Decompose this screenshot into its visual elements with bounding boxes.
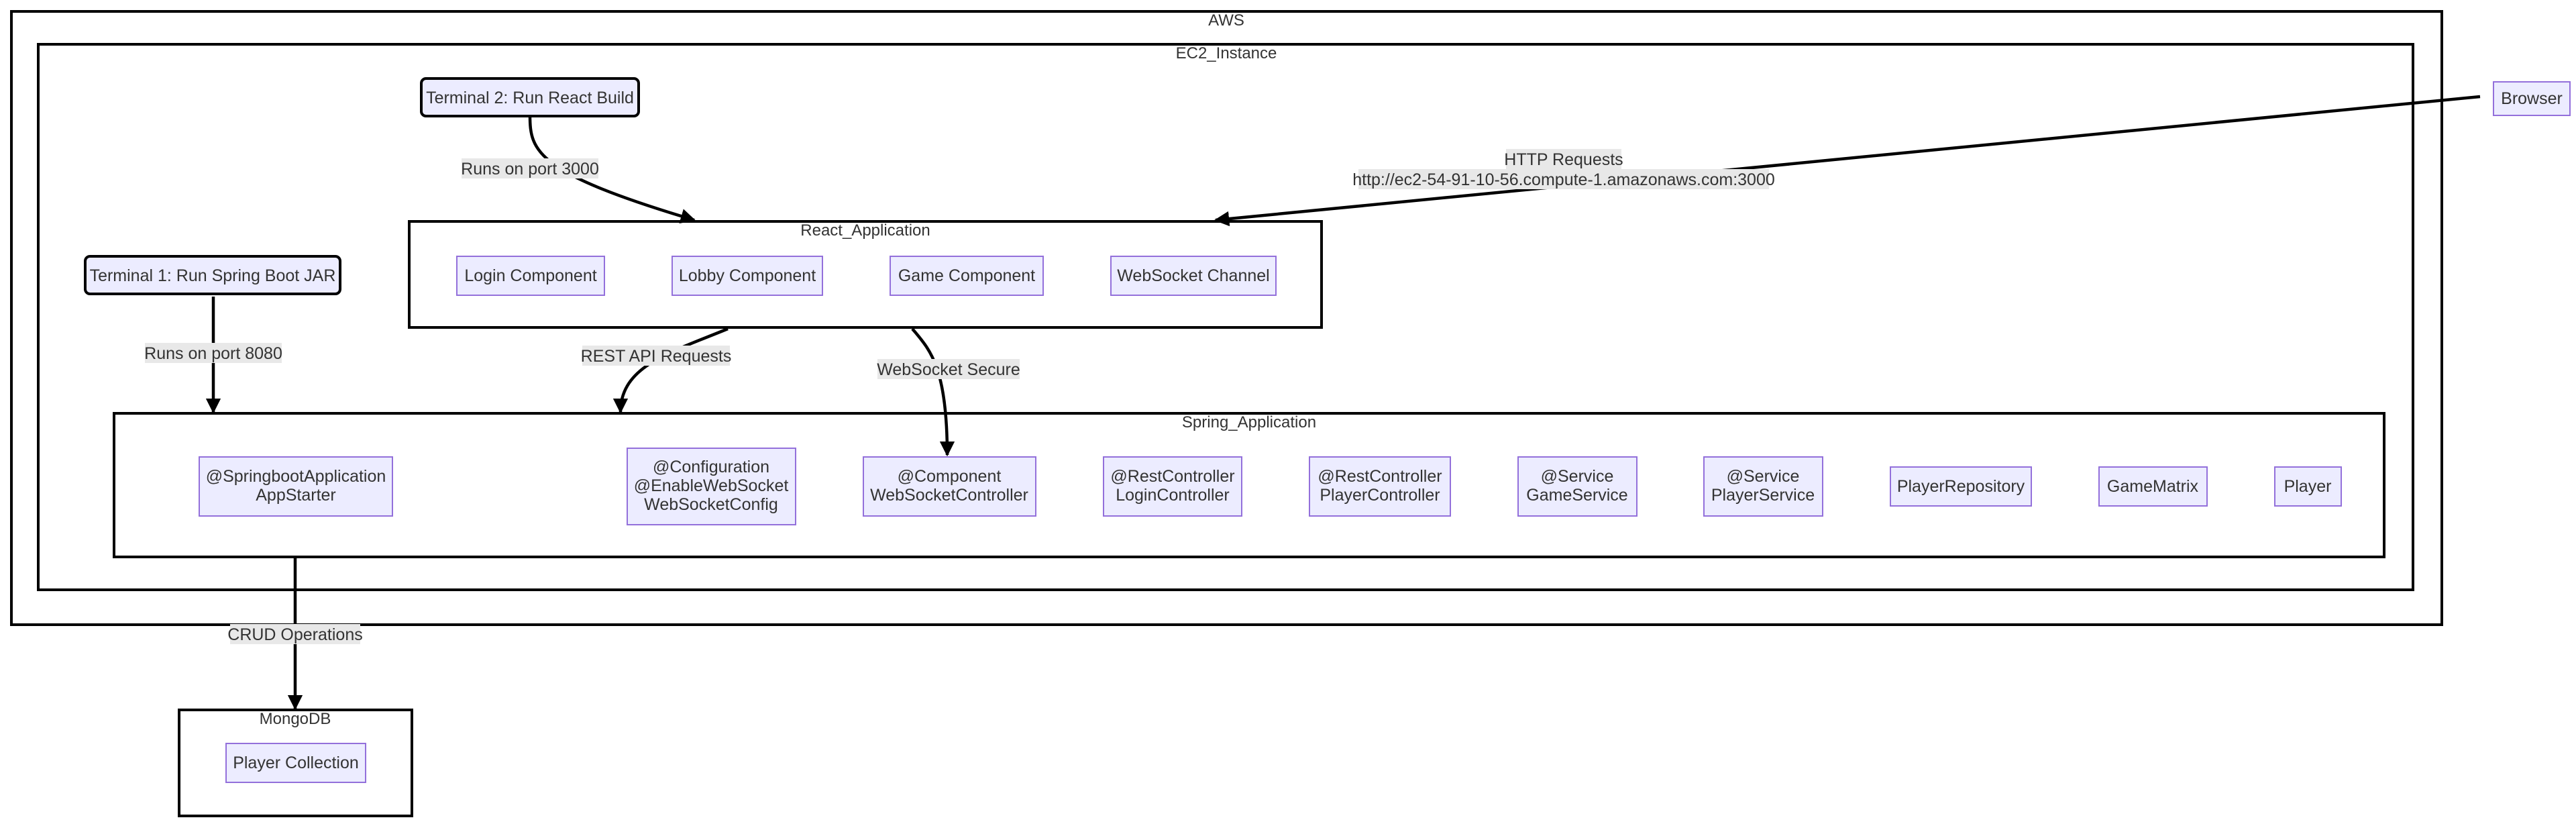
crud-operations-label: CRUD Operations [227,625,362,644]
websocket-channel-node: WebSocket Channel [1110,256,1277,296]
terminal-2-node: Terminal 2: Run React Build [420,77,640,117]
svg-text:@Service: @Service [1727,467,1800,486]
svg-text:Player: Player [2284,477,2332,496]
terminal-1-node: Terminal 1: Run Spring Boot JAR [84,255,341,295]
svg-text:Game Component: Game Component [898,266,1035,285]
cluster-mongodb: MongoDB [178,709,413,817]
cluster-ec2-title: EC2_Instance [1176,44,1277,62]
player-controller-node: @RestController PlayerController [1309,456,1451,517]
app-starter-node: @SpringbootApplication AppStarter [199,456,393,517]
svg-text:PlayerController: PlayerController [1320,486,1440,505]
svg-text:Terminal 2: Run React Build: Terminal 2: Run React Build [426,89,634,107]
lobby-component-node: Lobby Component [672,256,823,296]
login-component-node: Login Component [456,256,605,296]
cluster-ec2-instance: EC2_Instance [37,43,2414,591]
edge-label-port-3000: Runs on port 3000 [461,158,599,178]
browser-node: Browser [2493,81,2571,116]
svg-text:@RestController: @RestController [1318,467,1442,486]
rest-api-label: REST API Requests [581,347,732,366]
svg-text:@RestController: @RestController [1110,467,1234,486]
game-service-node: @Service GameService [1517,456,1638,517]
game-component-node: Game Component [890,256,1044,296]
svg-text:WebSocketController: WebSocketController [870,486,1028,505]
svg-text:Player Collection: Player Collection [233,754,359,772]
edge-label-websocket-secure: WebSocket Secure [877,359,1020,379]
player-service-node: @Service PlayerService [1703,456,1823,517]
edge-label-crud: CRUD Operations [227,624,363,644]
edge-label-rest-api: REST API Requests [581,346,732,366]
login-controller-node: @RestController LoginController [1103,456,1242,517]
svg-text:Browser: Browser [2501,89,2563,108]
svg-text:PlayerService: PlayerService [1711,486,1815,505]
player-node: Player [2274,466,2342,507]
edge-browser-to-react [1214,95,2481,227]
http-requests-label: HTTP Requests [1504,150,1623,169]
cluster-mongodb-title: MongoDB [260,710,331,728]
websocket-controller-node: @Component WebSocketController [863,456,1036,517]
edge-label-http-requests: HTTP Requests http://ec2-54-91-10-56.com… [1352,149,1775,189]
svg-text:PlayerRepository: PlayerRepository [1897,477,2025,496]
websocket-secure-label: WebSocket Secure [877,360,1020,379]
player-collection-node: Player Collection [225,743,366,783]
http-url-label: http://ec2-54-91-10-56.compute-1.amazona… [1352,170,1775,189]
cluster-react-application: React_Application [408,220,1323,329]
cluster-react-title: React_Application [800,221,930,240]
edge-react-to-websocketcontroller [911,327,955,457]
svg-text:@Configuration: @Configuration [653,458,769,476]
svg-text:@SpringbootApplication: @SpringbootApplication [206,467,386,486]
svg-text:WebSocket Channel: WebSocket Channel [1117,266,1269,285]
svg-text:Terminal 1: Run Spring Boot JA: Terminal 1: Run Spring Boot JAR [90,266,336,285]
edge-react-to-websocketconfig [612,327,729,414]
player-repository-node: PlayerRepository [1890,466,2032,507]
svg-text:Lobby Component: Lobby Component [679,266,816,285]
websocket-config-node: @Configuration @EnableWebSocket WebSocke… [627,448,796,525]
svg-text:Login Component: Login Component [464,266,596,285]
edge-label-port-8080: Runs on port 8080 [144,343,282,363]
port-8080-label: Runs on port 8080 [144,344,282,363]
svg-text:GameService: GameService [1526,486,1627,505]
cluster-spring-application: Spring_Application [113,412,2385,558]
svg-text:LoginController: LoginController [1116,486,1230,505]
svg-text:@Service: @Service [1541,467,1614,486]
cluster-aws-title: AWS [1208,11,1244,30]
port-3000-label: Runs on port 3000 [461,160,599,178]
svg-text:@Component: @Component [898,467,1002,486]
svg-text:GameMatrix: GameMatrix [2107,477,2199,496]
game-matrix-node: GameMatrix [2098,466,2208,507]
svg-text:WebSocketConfig: WebSocketConfig [644,495,778,514]
edges [205,95,2481,711]
svg-text:@EnableWebSocket: @EnableWebSocket [634,476,789,495]
svg-text:AppStarter: AppStarter [256,486,336,505]
cluster-aws: AWS [10,10,2443,626]
cluster-spring-title: Spring_Application [1182,413,1316,431]
